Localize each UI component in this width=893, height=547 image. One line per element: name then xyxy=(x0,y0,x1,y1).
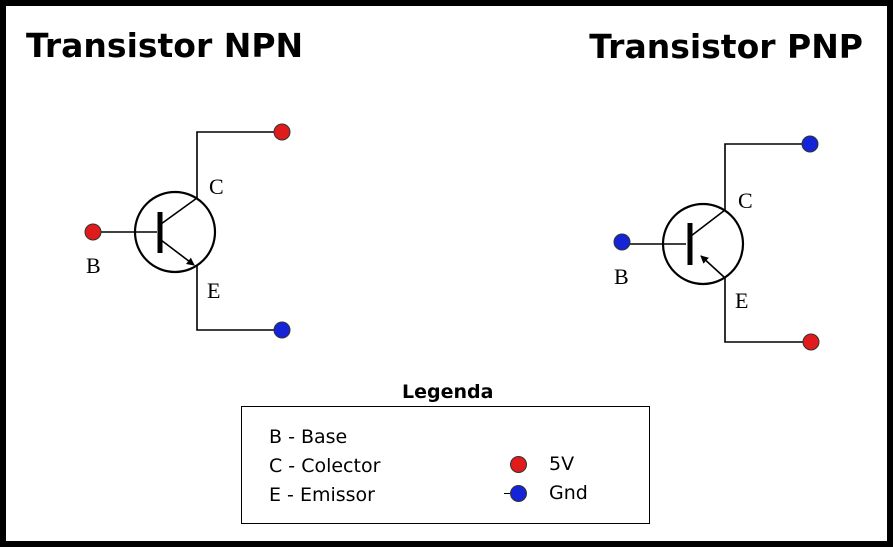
npn-emitter-wire xyxy=(196,266,282,331)
npn-collector-wire xyxy=(196,131,282,198)
npn-base-terminal-5v xyxy=(84,223,102,241)
pnp-base-terminal-gnd xyxy=(613,233,631,251)
npn-collector-terminal-5v xyxy=(273,123,291,141)
legend-item-collector: C - Colector xyxy=(269,455,381,477)
pnp-label-emitter: E xyxy=(735,288,748,313)
legend-swatch-gnd: Gnd xyxy=(504,484,588,503)
pnp-emitter-wire xyxy=(724,277,811,343)
legend-box: B - Base C - Colector E - Emissor 5V Gnd xyxy=(241,406,650,524)
npn-label-base: B xyxy=(86,253,101,278)
pnp-collector-lead xyxy=(690,209,726,237)
npn-transistor: B C E xyxy=(84,123,291,339)
pnp-label-collector: C xyxy=(738,188,753,213)
legend-swatch-label: 5V xyxy=(549,453,575,475)
legend-swatch-lead xyxy=(504,492,510,495)
pnp-emitter-lead xyxy=(700,255,725,278)
legend-item-emitter: E - Emissor xyxy=(269,484,375,506)
npn-collector-lead xyxy=(160,197,198,225)
pnp-title: Transistor PNP xyxy=(589,27,863,66)
pnp-transistor: B C E xyxy=(613,135,820,351)
legend-item-base: B - Base xyxy=(269,426,348,448)
pnp-collector-terminal-gnd xyxy=(801,135,819,153)
legend-title: Legenda xyxy=(402,381,494,403)
red-dot-icon xyxy=(510,456,527,473)
pnp-label-base: B xyxy=(614,264,629,289)
pnp-collector-wire xyxy=(724,143,810,210)
npn-emitter-terminal-gnd xyxy=(273,321,291,339)
npn-emitter-lead xyxy=(160,239,195,266)
blue-dot-icon xyxy=(510,485,527,502)
pnp-emitter-terminal-5v xyxy=(802,333,820,351)
npn-label-collector: C xyxy=(209,174,224,199)
npn-label-emitter: E xyxy=(207,278,220,303)
npn-title: Transistor NPN xyxy=(26,26,304,65)
legend-swatch-5v: 5V xyxy=(504,455,574,474)
legend-swatch-label: Gnd xyxy=(549,482,588,504)
